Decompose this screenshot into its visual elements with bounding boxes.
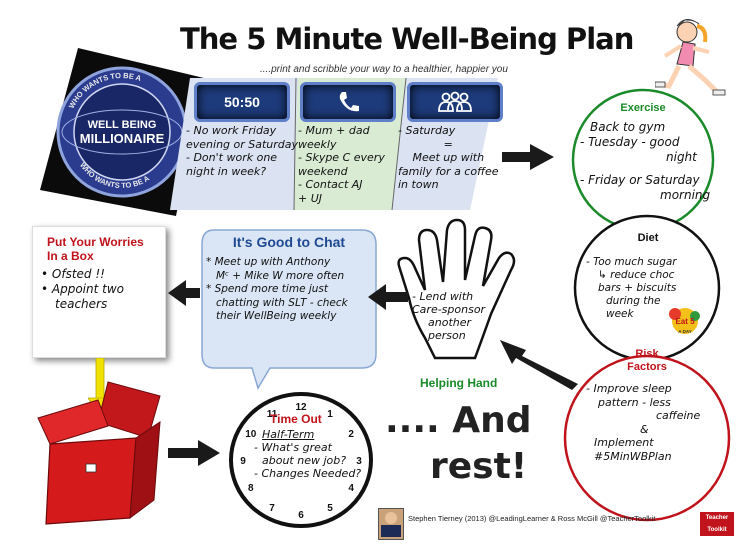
circles-group: Eat 5 A DAY [563, 88, 731, 522]
footer-credit: Stephen Tierney (2013) @LeadingLearner &… [408, 514, 656, 523]
lifeline-phone [300, 82, 396, 122]
clock-number-1: 1 [327, 409, 333, 420]
risk-circle [563, 354, 731, 522]
clock-number-10: 10 [245, 429, 257, 440]
diet-notes: - Too much sugar ↳ reduce choc bars + bi… [586, 256, 677, 320]
lifeline-fifty-fifty-label: 50:50 [224, 94, 260, 110]
clock-number-2: 2 [348, 429, 354, 440]
people-icon [438, 91, 472, 112]
clock-number-12: 12 [295, 402, 307, 413]
arrow-chat-to-worries [168, 280, 200, 306]
exercise-title: Exercise [620, 102, 666, 114]
diet-title: Diet [637, 232, 659, 244]
chat-title: It's Good to Chat [232, 234, 346, 250]
svg-text:A DAY: A DAY [678, 329, 691, 334]
clock-number-9: 9 [240, 456, 246, 467]
lifeline-fifty-fifty: 50:50 [194, 82, 290, 122]
risk-notes: - Improve sleep pattern - less caffeine … [586, 382, 701, 463]
arrow-hand-to-chat [368, 284, 408, 310]
clock-number-4: 4 [348, 483, 354, 494]
clock-number-5: 5 [327, 503, 333, 514]
page-title: The 5 Minute Well-Being Plan [180, 22, 634, 56]
time-out-notes: Half-Term - What's great about new job? … [254, 428, 362, 480]
phone-icon [339, 92, 359, 112]
time-out-title: Time Out [270, 412, 322, 426]
clock-number-11: 11 [267, 409, 278, 420]
eat-five-badge: Eat 5 A DAY [669, 308, 700, 334]
helping-hand-label: Helping Hand [420, 376, 498, 390]
logo-word-1: WELL BEING [88, 119, 157, 131]
worries-title: Put Your Worries In a Box [47, 235, 144, 263]
and-rest-line-2: rest! [430, 446, 528, 487]
lifeline-phone-notes: - Mum + dad weekly - Skype C every weeke… [298, 124, 385, 205]
clock-number-6: 6 [298, 510, 304, 521]
lifeline-audience-notes: - Saturday = Meet up with family for a c… [398, 124, 499, 191]
arrow-risk-to-hand [500, 340, 578, 390]
worry-box [37, 381, 161, 525]
logo-word-2: MILLIONAIRE [80, 131, 165, 146]
helping-hand-notes: - Lend with Care-sponsor another person [412, 290, 486, 342]
author-avatar [378, 508, 404, 540]
teacher-toolkit-badge: Teacher Toolkit [700, 512, 734, 536]
worries-notes: • Ofsted !! • Appoint two teachers [41, 267, 124, 311]
arrow-box-to-clock [168, 440, 220, 466]
page-subtitle: ....print and scribble your way to a hea… [260, 64, 508, 75]
svg-text:Eat 5: Eat 5 [675, 317, 695, 326]
chat-bubble [201, 229, 377, 390]
exercise-notes: Back to gym - Tuesday - good night - Fri… [580, 120, 711, 202]
chat-notes: * Meet up with Anthony Mᶜ + Mike W more … [206, 256, 348, 322]
clock-number-7: 7 [269, 503, 275, 514]
risk-title: Risk Factors [627, 348, 667, 373]
lifeline-audience [407, 82, 503, 122]
clock-number-8: 8 [248, 483, 254, 494]
clock-number-3: 3 [356, 456, 362, 467]
and-rest-line-1: .... And [385, 400, 532, 441]
arrow-to-exercise [502, 144, 554, 170]
lifeline-fifty-fifty-notes: - No work Friday evening or Saturday - D… [186, 124, 299, 178]
runner-illustration [655, 19, 726, 96]
helping-hand-outline [397, 218, 516, 360]
worries-note: Put Your Worries In a Box • Ofsted !! • … [32, 226, 166, 358]
